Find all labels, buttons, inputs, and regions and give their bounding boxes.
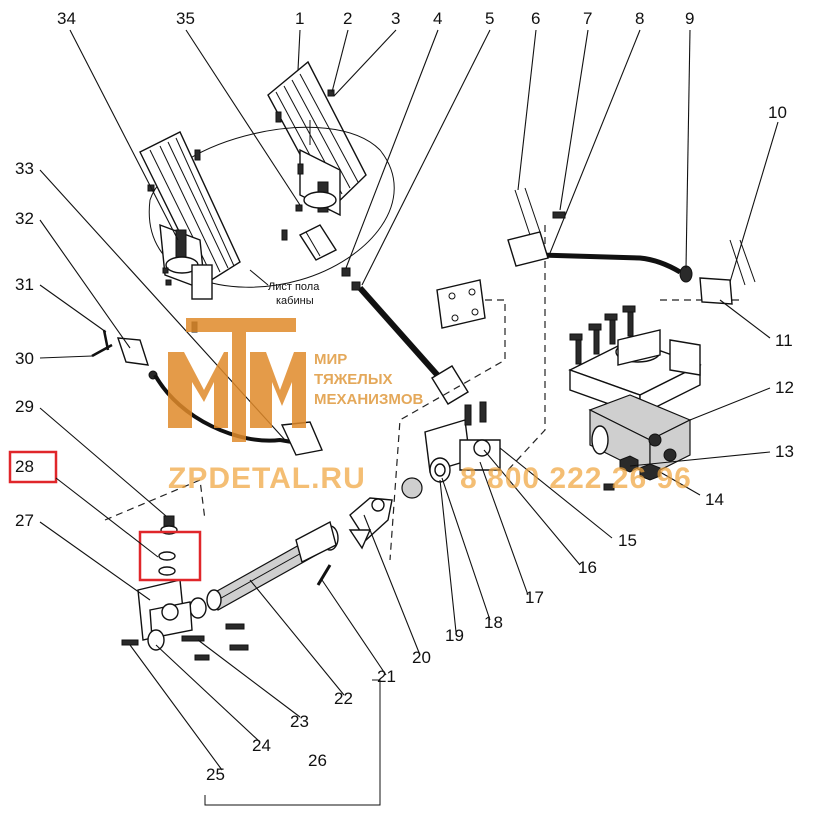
watermark-logo-line2: ТЯЖЕЛЫХ [314, 371, 393, 388]
floor-caption-line2: кабины [276, 295, 314, 307]
callout-24: 24 [252, 736, 271, 755]
clevis-4 [298, 224, 351, 277]
callout-25: 25 [206, 765, 225, 784]
callout-26: 26 [308, 751, 327, 770]
callout-31: 31 [15, 275, 34, 294]
brake-rod [507, 187, 756, 305]
washers-18-19 [401, 457, 451, 499]
watermark: МИР ТЯЖЕЛЫХ МЕХАНИЗМОВ ZPDETAL.RU 8 800 … [168, 318, 692, 495]
watermark-logo-line1: МИР [314, 351, 347, 368]
callout-28-highlight [8, 450, 58, 484]
callout-35: 35 [176, 9, 195, 28]
callout-numbers: 1 2 3 4 5 6 7 8 9 10 11 12 13 14 15 16 1… [15, 9, 794, 784]
shaft-22 [189, 520, 339, 619]
callout-2: 2 [343, 9, 352, 28]
callout-28: 28 [15, 457, 34, 476]
callout-1: 1 [295, 9, 304, 28]
callout-11: 11 [775, 331, 793, 350]
lever-20 [348, 497, 393, 550]
callout-29: 29 [15, 397, 34, 416]
callout-33: 33 [15, 159, 34, 178]
callout-14: 14 [705, 490, 724, 509]
callout-6: 6 [531, 9, 540, 28]
callout-27: 27 [15, 511, 34, 530]
callout-21: 21 [377, 667, 396, 686]
floor-caption-line1: Лист пола [268, 281, 320, 293]
callout-20: 20 [412, 648, 431, 667]
callout-18: 18 [484, 613, 503, 632]
callout-7: 7 [583, 9, 592, 28]
push-rod [351, 281, 469, 405]
watermark-logo-line3: МЕХАНИЗМОВ [314, 391, 424, 408]
callout-22: 22 [334, 689, 353, 708]
callout-9: 9 [685, 9, 694, 28]
watermark-phone: 8 800 222 26 96 [460, 462, 692, 495]
callout-32: 32 [15, 209, 34, 228]
bracket-27 [121, 579, 249, 661]
watermark-logo-icon [168, 318, 306, 442]
callout-13: 13 [775, 442, 794, 461]
part-28-highlight [138, 530, 202, 582]
assembly-bracket-26 [204, 679, 381, 806]
callout-5: 5 [485, 9, 494, 28]
mount-plate-upper [436, 279, 486, 329]
callout-30: 30 [15, 349, 34, 368]
pedal-right [267, 60, 367, 217]
callout-12: 12 [775, 378, 794, 397]
callout-15: 15 [618, 531, 637, 550]
leader-lines [39, 29, 779, 771]
callout-23: 23 [290, 712, 309, 731]
watermark-site: ZPDETAL.RU [168, 462, 366, 495]
callout-3: 3 [391, 9, 400, 28]
nuts-13-14 [603, 455, 661, 491]
callout-17: 17 [525, 588, 544, 607]
callout-10: 10 [768, 103, 787, 122]
brake-valve [568, 305, 702, 476]
pedal-left [139, 131, 241, 300]
pins-30-32 [91, 329, 158, 380]
callout-16: 16 [578, 558, 597, 577]
callout-4: 4 [433, 9, 442, 28]
part-28-washers [158, 551, 176, 576]
callout-19: 19 [445, 626, 464, 645]
callout-8: 8 [635, 9, 644, 28]
callout-34: 34 [57, 9, 76, 28]
